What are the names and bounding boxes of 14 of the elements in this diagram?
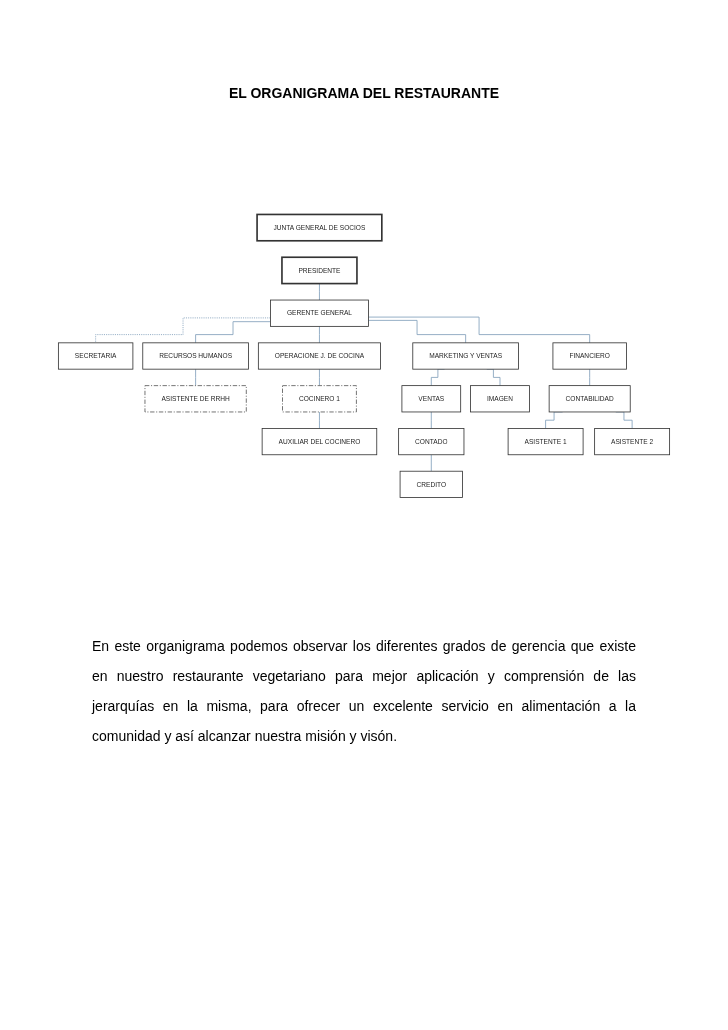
connector [195,321,271,344]
connector [319,325,320,344]
connector [95,317,271,344]
connector [368,316,591,344]
connector [430,454,432,472]
connector [368,319,467,344]
connector [195,368,197,387]
connector [319,283,320,301]
caption: En este organigrama podemos observar los diferentes grados de gerencia que existe en nuestro restaurante vegetariano para mejor aplicación y comprensión de las jerarquías en la misma, para ofrecer un excelente servicio en alimentación a la comunidad y así alcanzar nuestra misión y visón. [92,637,636,746]
connector [589,368,591,387]
connector [430,411,432,429]
connector [319,411,320,429]
connector [319,368,320,387]
title: EL ORGANIGRAMA DEL RESTAURANTE [227,85,501,101]
